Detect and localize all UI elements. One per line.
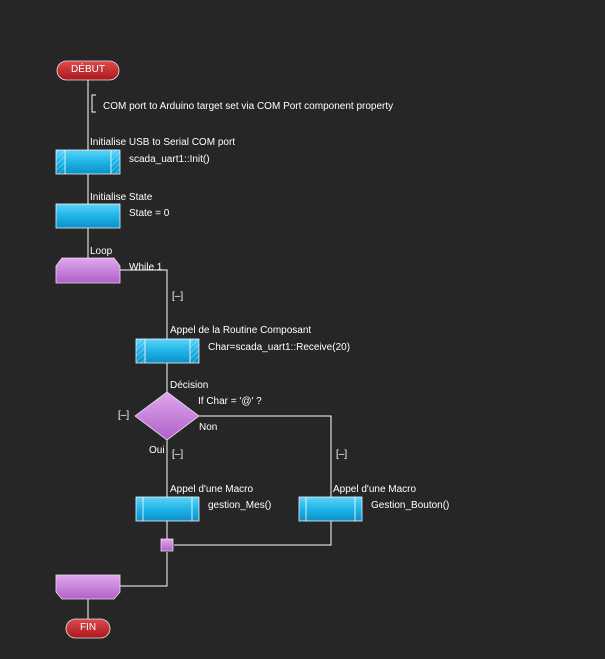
macro-mes-block[interactable] bbox=[135, 496, 200, 522]
init-usb-block[interactable] bbox=[55, 149, 121, 175]
init-usb-title: Initialise USB to Serial COM port bbox=[90, 137, 236, 148]
loop-title: Loop bbox=[90, 246, 113, 257]
no-collapse-toggle[interactable]: [–] bbox=[336, 449, 348, 460]
decision-no-label: Non bbox=[199, 422, 218, 433]
decision-diamond[interactable] bbox=[134, 391, 200, 441]
end-terminal[interactable] bbox=[65, 618, 111, 639]
decision-condition: If Char = '@' ? bbox=[198, 396, 262, 407]
comment-text: COM port to Arduino target set via COM P… bbox=[103, 101, 394, 112]
init-state-title: Initialise State bbox=[90, 192, 153, 203]
loop-collapse-toggle[interactable]: [–] bbox=[172, 291, 184, 302]
receive-title: Appel de la Routine Composant bbox=[170, 325, 312, 336]
start-terminal[interactable] bbox=[56, 60, 120, 81]
macro-bouton-code: Gestion_Bouton() bbox=[371, 500, 450, 511]
decision-title: Décision bbox=[170, 380, 209, 391]
loop-return-line bbox=[120, 552, 168, 587]
connector-lines bbox=[87, 80, 332, 622]
loop-body-line bbox=[120, 269, 168, 393]
loop-end-shape[interactable] bbox=[55, 574, 121, 600]
junction-square bbox=[160, 538, 174, 552]
decision-yes-label: Oui bbox=[149, 445, 165, 456]
end-label: FIN bbox=[79, 622, 97, 633]
macro-mes-title: Appel d'une Macro bbox=[170, 484, 254, 495]
loop-start-shape[interactable] bbox=[55, 257, 121, 284]
receive-code: Char=scada_uart1::Receive(20) bbox=[208, 342, 351, 353]
init-state-block[interactable] bbox=[55, 203, 121, 229]
loop-condition: While 1 bbox=[129, 262, 163, 273]
comment-bracket bbox=[91, 94, 96, 113]
receive-block[interactable] bbox=[135, 338, 200, 364]
macro-bouton-block[interactable] bbox=[298, 496, 363, 522]
init-usb-code: scada_uart1::Init() bbox=[129, 154, 210, 165]
yes-collapse-toggle[interactable]: [–] bbox=[172, 449, 184, 460]
no-branch-line bbox=[174, 415, 332, 546]
macro-bouton-title: Appel d'une Macro bbox=[333, 484, 417, 495]
decision-collapse-left[interactable]: [–] bbox=[118, 410, 130, 421]
start-label: DÉBUT bbox=[71, 64, 105, 75]
init-state-code: State = 0 bbox=[129, 208, 170, 219]
macro-mes-code: gestion_Mes() bbox=[208, 500, 272, 511]
